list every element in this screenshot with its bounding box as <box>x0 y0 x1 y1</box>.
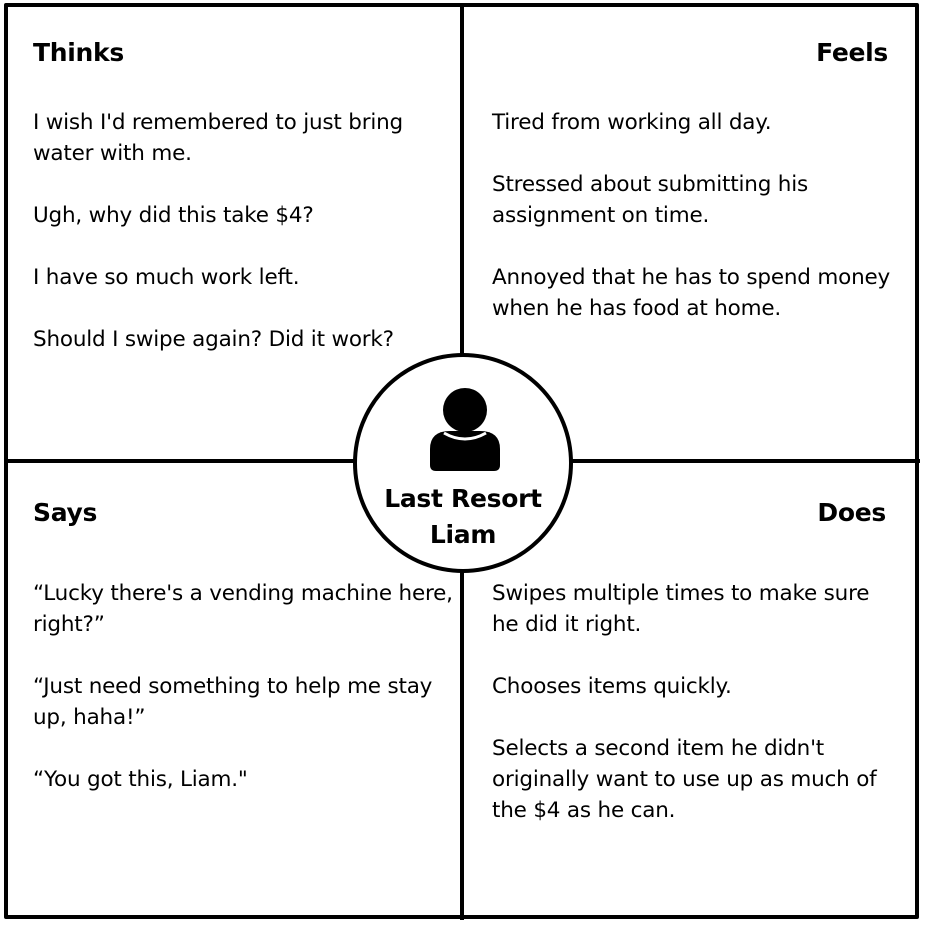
says-title: Says <box>33 498 98 527</box>
persona-name: Last Resort Liam <box>357 481 569 553</box>
thinks-item: Should I swipe again? Did it work? <box>33 327 394 352</box>
feels-title: Feels <box>816 38 888 67</box>
says-quadrant: “Lucky there's a vending machine here, r… <box>33 578 453 795</box>
feels-item: Annoyed that he has to spend money when … <box>492 265 891 321</box>
feels-item: Tired from working all day. <box>492 110 772 135</box>
persona-name-line2: Liam <box>429 520 497 549</box>
feels-item: Stressed about submitting his assignment… <box>492 172 808 228</box>
feels-quadrant: Tired from working all day. Stressed abo… <box>492 107 902 324</box>
says-item: “Lucky there's a vending machine here, r… <box>33 581 453 637</box>
thinks-quadrant: I wish I'd remembered to just bring wate… <box>33 107 453 355</box>
persona-name-line1: Last Resort <box>384 484 542 513</box>
does-item: Selects a second item he didn't original… <box>492 736 877 823</box>
persona-circle: Last Resort Liam <box>353 353 573 573</box>
thinks-title: Thinks <box>33 38 124 67</box>
does-quadrant: Swipes multiple times to make sure he di… <box>492 578 902 826</box>
thinks-item: Ugh, why did this take $4? <box>33 203 314 228</box>
says-item: “Just need something to help me stay up,… <box>33 674 433 730</box>
thinks-item: I wish I'd remembered to just bring wate… <box>33 110 404 166</box>
thinks-item: I have so much work left. <box>33 265 300 290</box>
does-title: Does <box>817 498 886 527</box>
says-item: “You got this, Liam." <box>33 767 248 792</box>
does-item: Swipes multiple times to make sure he di… <box>492 581 870 637</box>
user-icon <box>430 388 500 471</box>
does-item: Chooses items quickly. <box>492 674 732 699</box>
